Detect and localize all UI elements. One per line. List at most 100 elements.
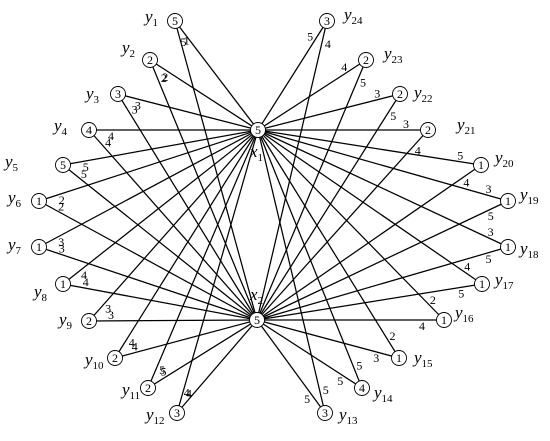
- node-y9-circle: [81, 313, 97, 329]
- edge-y12-x1: [176, 129, 259, 414]
- edge-weight-y22-x2: 5: [390, 109, 396, 123]
- edge-weight-y2-x2: 2: [161, 71, 167, 85]
- edge-weight-y1-x2: 1: [184, 34, 190, 48]
- edge-weight-y9-x1: 3: [105, 301, 111, 315]
- edge-weight-y22-x1: 3: [374, 87, 380, 101]
- edge-y17-x2: [256, 283, 483, 321]
- edge-y6-x1: [38, 129, 259, 202]
- edge-y9-x2: [88, 319, 258, 322]
- edge-y23-x2: [256, 59, 367, 321]
- node-y14-circle: [354, 380, 370, 396]
- edge-y1-x2: [174, 20, 258, 321]
- edge-y19-x2: [256, 200, 509, 321]
- node-y15-circle: [391, 350, 407, 366]
- node-y24-label: y24: [342, 5, 363, 27]
- edge-weight-y11-x1: 5: [159, 363, 165, 377]
- edge-y14-x2: [256, 319, 363, 389]
- edge-y23-x1: [257, 59, 367, 131]
- edge-weight-y24-x2: 4: [325, 37, 331, 51]
- edge-y4-x2: [88, 129, 258, 321]
- edge-weight-y19-x2: 5: [488, 209, 494, 223]
- node-y1-weight: 5: [172, 14, 178, 28]
- edge-weight-y7-x2: 3: [59, 241, 65, 255]
- node-y13-label: y13: [337, 405, 358, 427]
- edge-weight-y7-x1: 3: [58, 235, 64, 249]
- node-y21-weight: 2: [425, 123, 431, 137]
- node-y7-circle: [31, 239, 47, 255]
- node-y16-circle: [436, 312, 452, 328]
- node-y19-circle: [500, 193, 516, 209]
- edge-y18-x2: [256, 246, 509, 321]
- node-y8-label: y8: [32, 282, 48, 304]
- edge-y9-x1: [88, 129, 259, 322]
- edge-weight-y20-x1: 5: [457, 149, 463, 163]
- node-y16-weight: 1: [441, 313, 447, 327]
- edge-weight-y18-x2: 5: [486, 252, 492, 266]
- edge-y18-x1: [257, 129, 509, 248]
- edge-y1-x1: [174, 20, 259, 131]
- edge-y2-x1: [149, 59, 259, 131]
- edge-weight-y20-x2: 4: [463, 175, 469, 189]
- node-y10-label: y10: [83, 350, 104, 372]
- edge-weight-y17-x1: 4: [464, 260, 470, 274]
- node-y6-circle: [31, 193, 47, 209]
- node-y11-label: y11: [120, 380, 140, 402]
- edge-y16-x1: [257, 129, 445, 321]
- edge-y19-x1: [257, 129, 509, 202]
- node-y12-label: y12: [144, 405, 165, 427]
- hub-x1-weight: 5: [255, 123, 261, 137]
- node-y22-label: y22: [412, 83, 433, 105]
- edge-y10-x1: [114, 129, 259, 359]
- edge-y11-x1: [147, 129, 259, 389]
- edge-weight-y12-x1: 4: [186, 387, 192, 401]
- node-y21-circle: [420, 122, 436, 138]
- edge-y22-x1: [257, 93, 401, 131]
- node-y16-label: y16: [453, 303, 474, 325]
- node-y9-weight: 2: [86, 314, 92, 328]
- node-y21-label: y21: [455, 115, 476, 137]
- edge-weight-y18-x1: 3: [488, 225, 494, 239]
- edge-y6-x2: [38, 200, 258, 321]
- node-y3-circle: [110, 86, 126, 102]
- edge-y20-x1: [257, 129, 482, 166]
- node-y1-label: y1: [143, 7, 158, 29]
- edge-weight-y2-x1: 2: [162, 70, 168, 84]
- node-y4-label: y4: [52, 116, 68, 138]
- edge-y13-x1: [257, 129, 326, 414]
- edge-weight-y23-x2: 5: [360, 76, 366, 90]
- node-y4-circle: [81, 122, 97, 138]
- edge-weight-y21-x2: 4: [415, 143, 421, 157]
- edge-weight-y12-x2: 4: [184, 385, 190, 399]
- edge-y20-x2: [256, 164, 482, 321]
- node-y23-label: y23: [382, 44, 403, 66]
- node-y5-label: y5: [3, 152, 19, 174]
- edge-y21-x2: [256, 129, 429, 321]
- node-y19-weight: 1: [505, 194, 511, 208]
- node-y4-weight: 4: [86, 123, 92, 137]
- node-y9-label: y9: [57, 310, 73, 332]
- node-y17-label: y17: [493, 270, 514, 292]
- node-y5-weight: 5: [60, 158, 66, 172]
- edge-y11-x2: [147, 319, 258, 389]
- edge-weight-y13-x1: 5: [323, 383, 329, 397]
- edge-weight-y5-x2: 5: [81, 167, 87, 181]
- edge-y24-x2: [256, 20, 328, 321]
- edge-weight-y21-x1: 3: [403, 117, 409, 131]
- node-y3-weight: 3: [115, 87, 121, 101]
- edge-weight-y3-x2: 3: [132, 103, 138, 117]
- node-y6-weight: 1: [36, 194, 42, 208]
- edge-weight-y16-x2: 4: [419, 319, 425, 333]
- edge-y5-x2: [62, 164, 258, 321]
- node-y3-label: y3: [84, 84, 100, 106]
- edge-weight-y23-x1: 4: [341, 60, 347, 74]
- node-y7-label: y7: [6, 235, 22, 257]
- edge-weight-y10-x2: 4: [132, 340, 138, 354]
- node-y24-weight: 3: [324, 14, 330, 28]
- edge-weight-y14-x2: 5: [337, 374, 343, 388]
- edge-y14-x1: [257, 129, 363, 389]
- edge-weight-y13-x2: 5: [304, 392, 310, 406]
- nodes-layer: 5y12y23y34y45y51y61y71y82y92y102y113y123…: [3, 5, 539, 427]
- node-y20-circle: [473, 157, 489, 173]
- node-y10-weight: 2: [112, 351, 118, 365]
